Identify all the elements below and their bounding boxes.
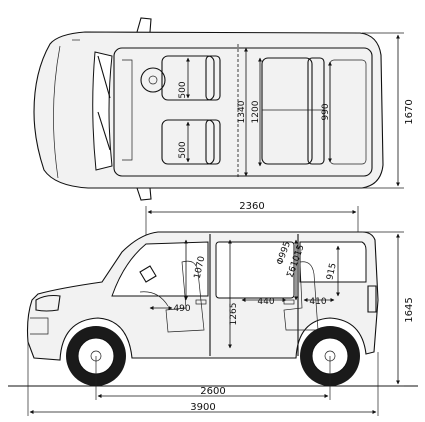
dim-overall-width: 1670 [404,99,415,124]
steering-wheel [140,67,166,93]
dim-overall-height: 1645 [404,297,415,322]
dim-front-seat-right: 500 [178,141,188,158]
rear-seat-side [283,261,319,331]
dim-interior-width-rear: 1200 [251,100,261,123]
dim-legroom-front: 490 [173,304,190,314]
top-view: 500 500 1340 1200 990 1670 [33,17,415,201]
dim-front-seat-left: 500 [178,81,188,98]
tail-light [367,285,377,313]
dim-interior-width-front: 1340 [237,100,247,123]
dim-cargo-height: 915 [325,262,338,281]
rear-seat [261,57,313,165]
left-mirror [136,17,152,33]
right-mirror [136,187,152,201]
dim-cargo-depth: 410 [309,297,326,307]
dim-wheelbase: 2600 [200,386,225,397]
dim-interior-length: 2360 [239,201,264,212]
headlight [35,294,61,312]
dim-cargo-width: 990 [321,103,331,120]
dim-legroom-rear: 440 [257,297,274,307]
wiper-left [97,55,111,99]
dim-seat-height: 1265 [229,303,239,326]
rear-quarter-window [299,241,367,283]
wiper-right [97,111,111,151]
cabin-outline [113,47,373,177]
dim-overall-length: 3900 [190,402,215,413]
dim-headroom-front: 1070 [193,255,208,280]
side-view: 2360 [8,201,418,416]
